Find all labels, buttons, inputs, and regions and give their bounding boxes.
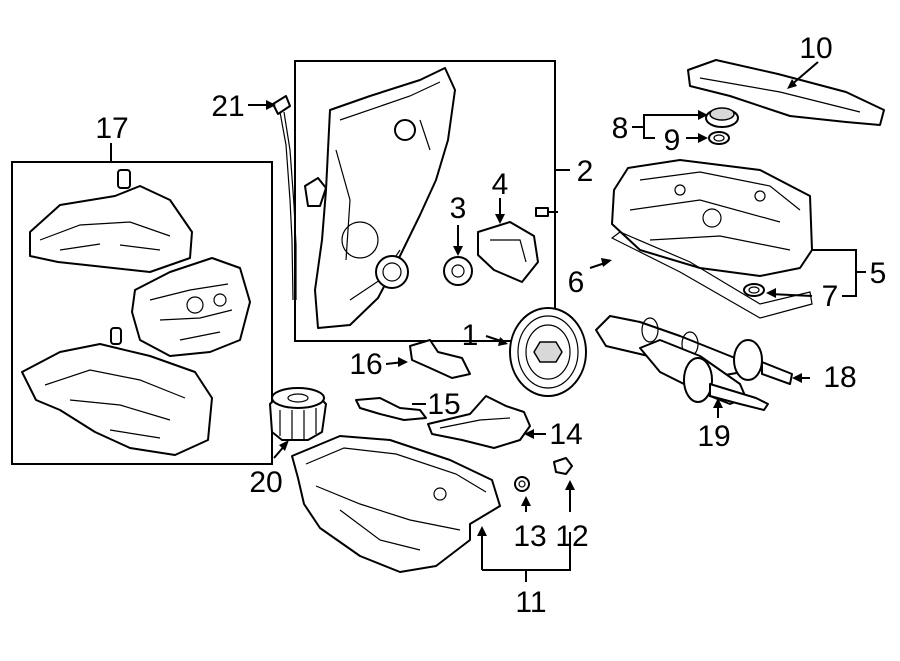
part-18-19-camshafts: 18 19 [595,315,857,453]
callout-15: 15 [427,388,460,421]
callout-2: 2 [577,155,594,188]
callout-13: 13 [513,520,546,553]
callout-17: 17 [95,112,128,145]
callout-6: 6 [568,266,585,299]
callout-20: 20 [249,466,282,499]
part-12-drain-plug: 12 [553,457,589,553]
part-14-baffle: 14 [427,395,583,451]
part-1-crank-pulley: 1 [462,307,587,397]
part-13-drain-washer: 13 [513,476,547,553]
part-20-oil-filter: 20 [249,387,327,499]
callout-4: 4 [492,168,509,201]
callout-10: 10 [799,32,832,65]
callout-5: 5 [870,257,887,290]
part-16-bracket: 16 [349,339,471,381]
part-17-balancer-assembly: 17 [11,112,273,465]
callout-8: 8 [612,112,629,145]
callout-12: 12 [555,520,588,553]
callout-9: 9 [664,124,681,157]
callout-21: 21 [211,90,244,123]
part-15-gasket: 15 [355,388,461,421]
callout-1: 1 [462,319,479,352]
callout-7: 7 [822,280,839,313]
part-5-valve-cover: 5 [611,159,887,297]
callout-3: 3 [450,192,467,225]
part-11-oil-pan: 11 [291,435,571,619]
callout-11: 11 [515,586,546,619]
callout-16: 16 [349,348,382,381]
callout-18: 18 [823,361,856,394]
part-8-9-oil-cap: 8 9 [612,107,739,157]
callout-19: 19 [697,420,730,453]
part-7-tube-seal: 7 [743,280,839,313]
part-10-engine-cover: 10 [687,32,885,126]
part-21-dipstick: 21 [211,90,297,301]
part-6-valve-gasket: 6 [568,231,813,319]
part-2-timing-cover: 2 3 4 [294,60,594,342]
callout-14: 14 [549,418,582,451]
